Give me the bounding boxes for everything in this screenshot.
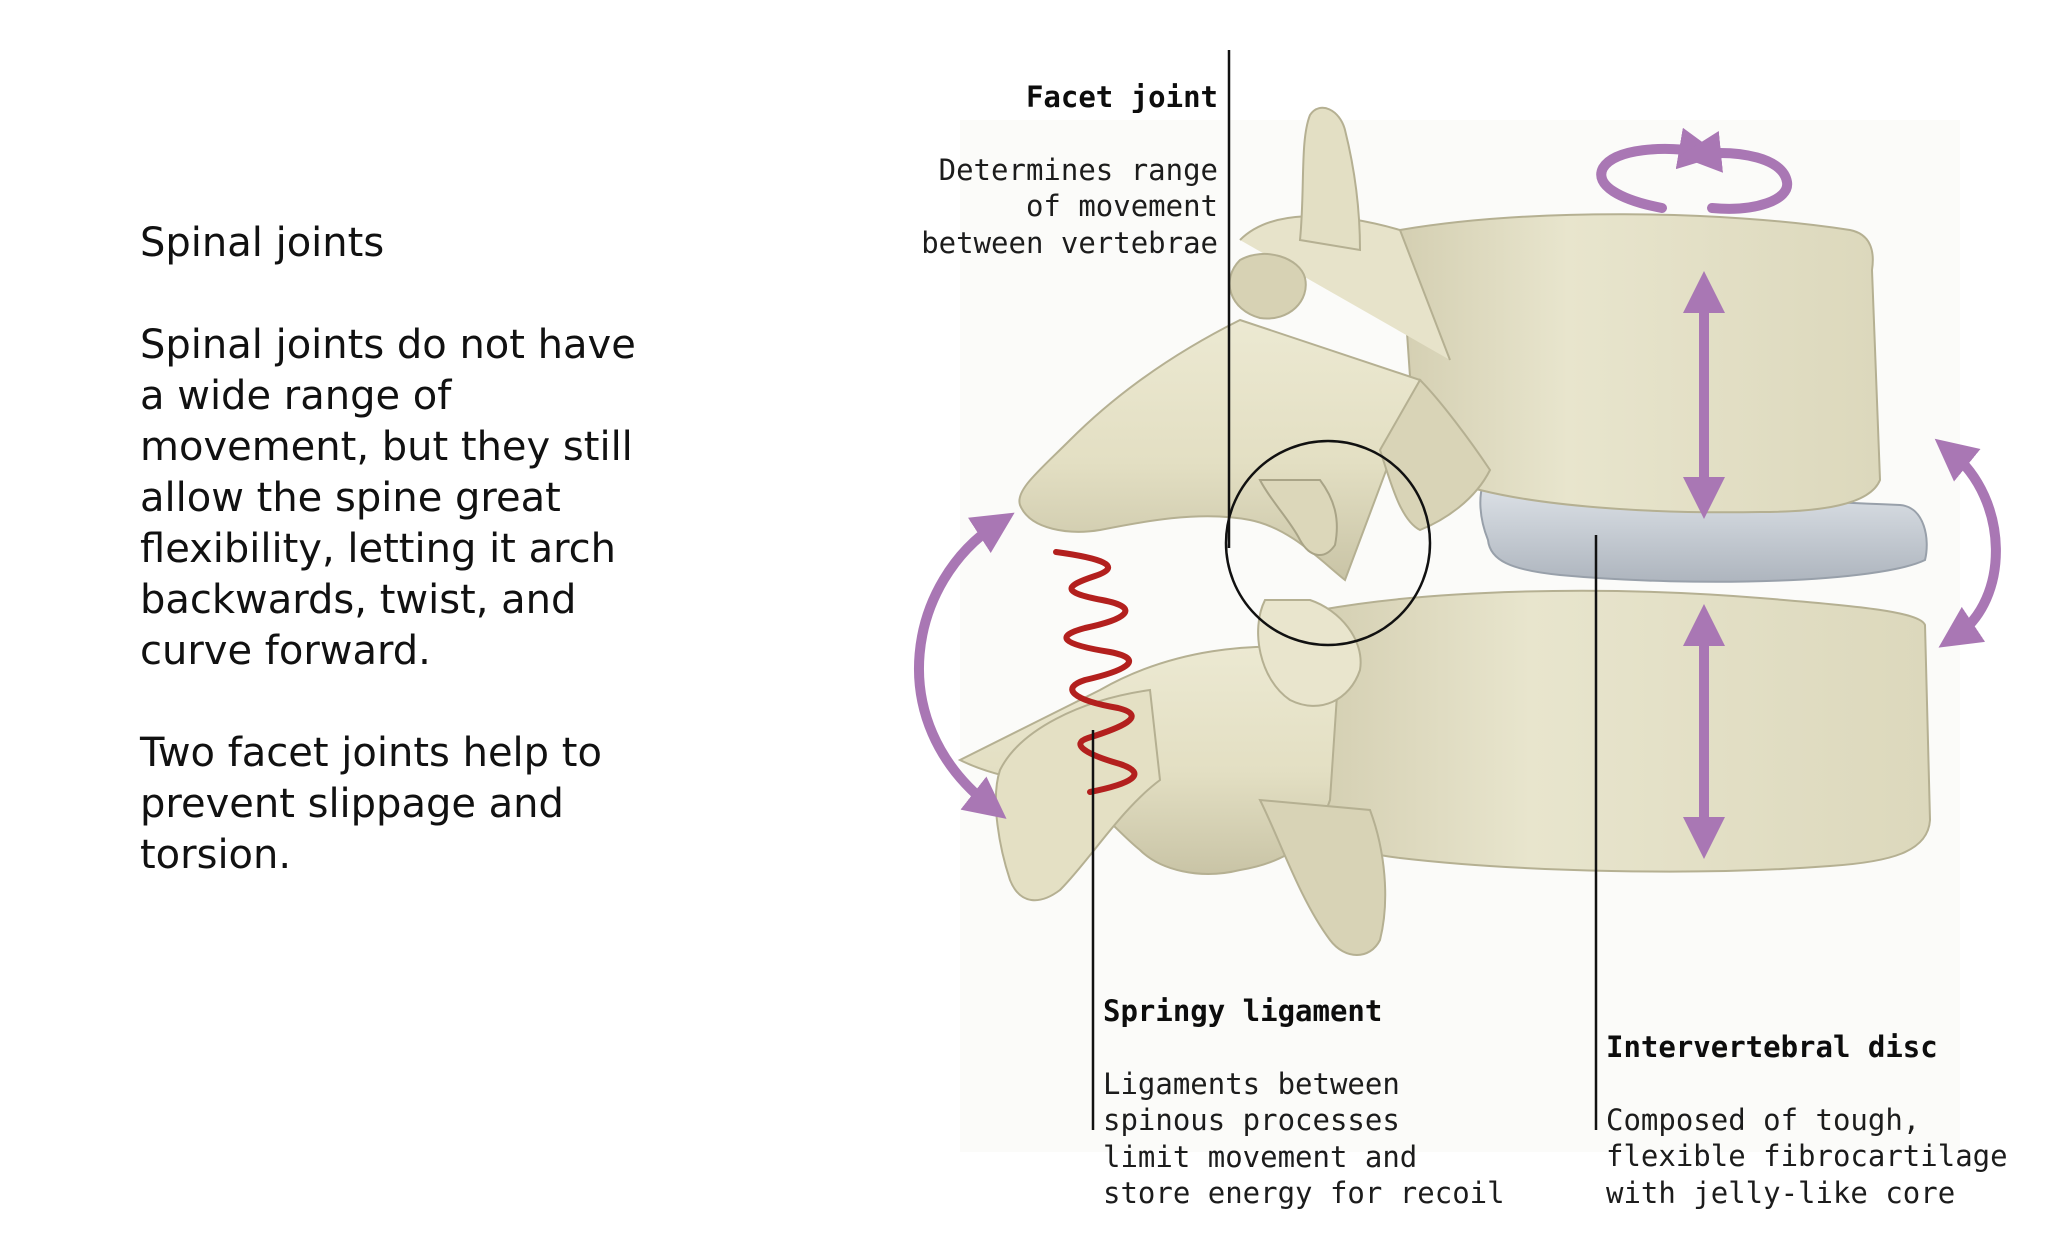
facet-joint-description: Determines range of movement between ver…	[921, 152, 1218, 260]
spine-diagram	[913, 50, 2001, 1130]
intervertebral-disc-title: Intervertebral disc	[1606, 1029, 1938, 1064]
springy-ligament-description: Ligaments between spinous processes limi…	[1103, 1066, 1505, 1211]
springy-ligament-label: Springy ligament Ligaments between spino…	[1103, 956, 1505, 1248]
upper-articular-process	[1228, 252, 1307, 320]
springy-ligament	[1053, 549, 1138, 795]
lower-vertebral-body	[1313, 589, 1932, 873]
upper-vertebra	[1018, 106, 1882, 582]
upper-vertebral-body	[1398, 213, 1882, 514]
lower-spinous-tip	[994, 688, 1162, 902]
slide-title: Spinal joints	[140, 220, 385, 266]
right-curved-arrow-icon	[1934, 438, 2001, 648]
springy-ligament-title: Springy ligament	[1103, 993, 1383, 1028]
lower-transverse-process	[1258, 798, 1387, 956]
left-curved-arrow-icon	[913, 512, 1015, 819]
facet-joint-label: Facet joint Determines range of movement…	[921, 42, 1218, 298]
upper-transverse-process	[1298, 106, 1362, 252]
lower-articular-process	[1257, 599, 1362, 707]
intervertebral-disc-description: Composed of tough, flexible fibrocartila…	[1606, 1102, 2008, 1210]
upper-inferior-articular-process	[1258, 479, 1338, 556]
paragraph-facet: Two facet joints help to prevent slippag…	[140, 730, 602, 878]
facet-joint-title: Facet joint	[1025, 79, 1218, 114]
rotation-arrows-icon	[1596, 127, 1793, 214]
lower-vertebra	[957, 589, 1932, 956]
paragraph-movement: Spinal joints do not have a wide range o…	[140, 322, 636, 674]
facet-joint-circle	[1224, 439, 1432, 647]
upper-pedicle	[1378, 378, 1492, 532]
intervertebral-disc-label: Intervertebral disc Composed of tough, f…	[1606, 992, 2008, 1248]
slide-text: Spinal joints Spinal joints do not have …	[140, 218, 780, 881]
